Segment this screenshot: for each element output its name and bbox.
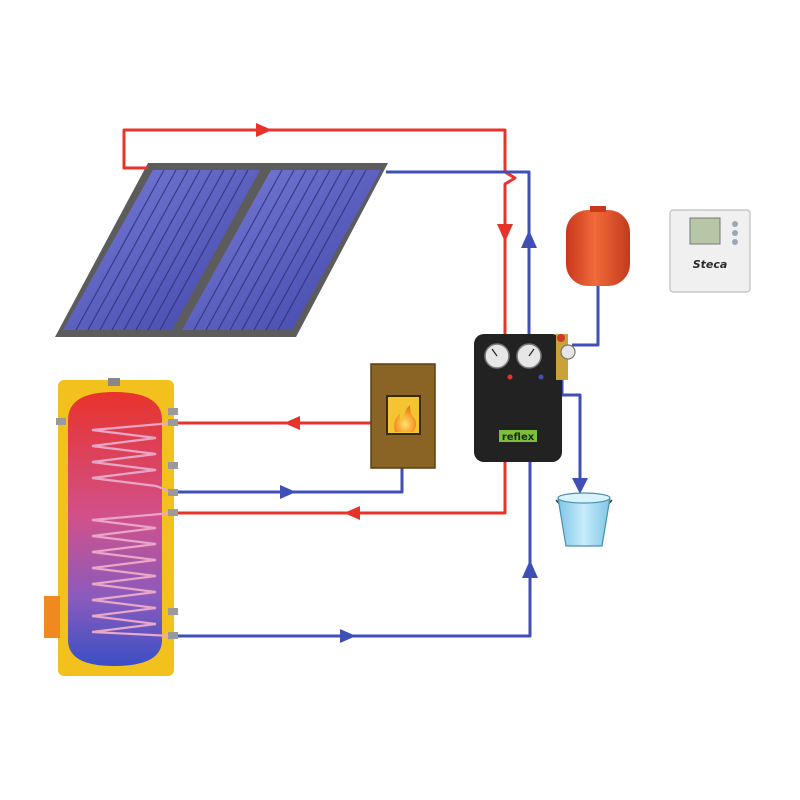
collector-absorber-lines xyxy=(75,169,367,331)
indicator-dot-red xyxy=(507,374,513,380)
wood-stove xyxy=(370,363,436,469)
tank-top-fitting xyxy=(108,378,120,386)
arrow-right-bottom xyxy=(340,629,356,643)
pipe-network xyxy=(122,128,600,638)
expansion-vessel-line xyxy=(572,285,600,347)
arrow-right-top xyxy=(256,123,272,137)
arrow-left-stove xyxy=(284,416,300,430)
arrow-up-cold xyxy=(521,230,537,248)
bucket-rim xyxy=(557,492,611,504)
controller-button-1 xyxy=(732,221,738,227)
tank-side-flange xyxy=(44,596,60,638)
solar-collector-array xyxy=(55,163,388,337)
hot-pipe-station-to-tank xyxy=(176,460,507,515)
bucket-body xyxy=(557,497,611,547)
cold-pipe-tank-to-station xyxy=(176,460,532,638)
solar-collector-glass-left xyxy=(63,170,260,330)
expansion-vessel xyxy=(566,206,630,286)
drain-bucket xyxy=(555,492,613,547)
arrow-left-station xyxy=(344,506,360,520)
hot-pipe-collector-to-station xyxy=(122,128,517,335)
controller-button-3 xyxy=(732,239,738,245)
flame-icon xyxy=(394,405,417,432)
arrow-down-hot xyxy=(497,224,513,242)
solar-collector-glass-right xyxy=(182,170,381,330)
tank-water xyxy=(68,392,162,666)
arrow-up-bottom xyxy=(522,560,538,578)
pressure-gauge xyxy=(560,344,576,360)
drain-line xyxy=(560,380,582,480)
arrow-down-drain xyxy=(572,478,588,494)
tank-connections xyxy=(56,408,178,639)
arrow-right-stove-return xyxy=(280,485,296,499)
station-label-plate xyxy=(499,430,537,442)
pump-station: reflex xyxy=(474,334,576,462)
controller-display xyxy=(689,217,721,245)
cold-pipe-tank-to-stove xyxy=(176,468,404,494)
storage-tank xyxy=(44,378,178,676)
station-brand-label: reflex xyxy=(502,432,535,443)
controller-brand-label: Steca xyxy=(693,258,728,271)
vessel-cap xyxy=(590,206,606,212)
flow-arrows xyxy=(256,123,588,643)
valve-handle xyxy=(557,334,565,342)
heat-exchanger-coils xyxy=(91,421,173,638)
vessel-body xyxy=(566,210,630,286)
indicator-dot-blue xyxy=(538,374,544,380)
cold-pipe-station-to-collector xyxy=(386,170,531,335)
controller-button-2 xyxy=(732,230,738,236)
solar-controller: Steca xyxy=(669,209,751,293)
